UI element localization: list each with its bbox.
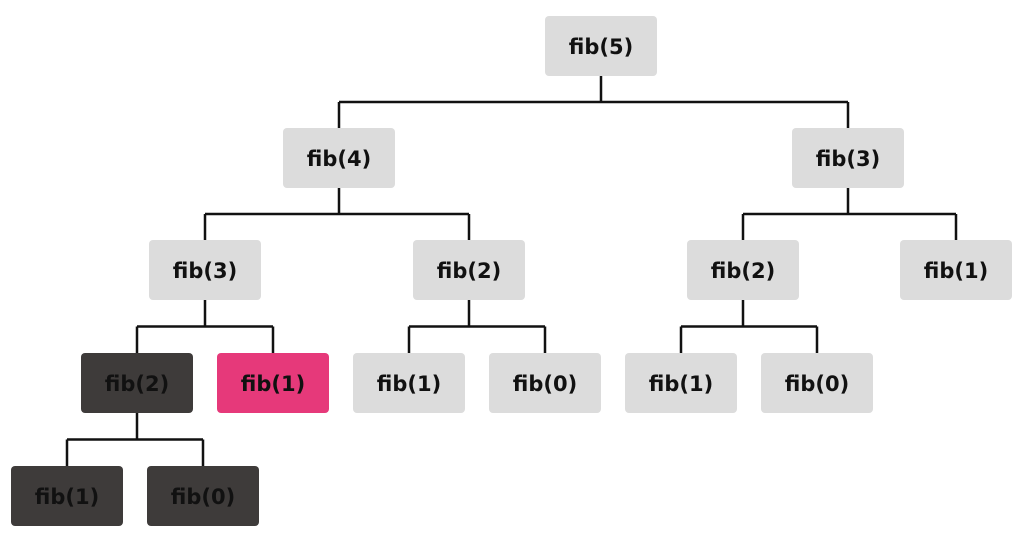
node-box (149, 240, 261, 300)
tree-node-fib3-l: fib(3) (149, 240, 261, 300)
node-label: fib(2) (105, 372, 169, 396)
node-box (217, 353, 329, 413)
node-label: fib(1) (649, 372, 713, 396)
node-label: fib(1) (35, 485, 99, 509)
node-box (489, 353, 601, 413)
node-label: fib(1) (924, 259, 988, 283)
node-label: fib(3) (816, 147, 880, 171)
tree-node-fib2-c: fib(2) (81, 353, 193, 413)
edge-n-fib3-r (741, 188, 958, 240)
node-box (413, 240, 525, 300)
node-box (761, 353, 873, 413)
tree-node-fib5: fib(5) (545, 16, 657, 76)
tree-node-fib0-b: fib(0) (761, 353, 873, 413)
tree-node-fib0-a: fib(0) (489, 353, 601, 413)
node-label: fib(5) (569, 35, 633, 59)
edge-n-fib2-a (407, 300, 547, 353)
node-box (147, 466, 259, 526)
node-label: fib(1) (241, 372, 305, 396)
node-box (545, 16, 657, 76)
edges-layer (65, 76, 958, 466)
edge-n-fib2-c (65, 413, 205, 466)
node-box (353, 353, 465, 413)
tree-node-fib2-a: fib(2) (413, 240, 525, 300)
tree-node-fib1-b: fib(1) (217, 353, 329, 413)
tree-node-fib0-c: fib(0) (147, 466, 259, 526)
tree-node-fib1-e: fib(1) (11, 466, 123, 526)
node-label: fib(0) (171, 485, 235, 509)
node-label: fib(4) (307, 147, 371, 171)
node-label: fib(3) (173, 259, 237, 283)
edge-n-fib5 (337, 76, 850, 128)
node-label: fib(2) (711, 259, 775, 283)
node-box (625, 353, 737, 413)
node-label: fib(1) (377, 372, 441, 396)
node-box (283, 128, 395, 188)
node-label: fib(2) (437, 259, 501, 283)
tree-node-fib3-r: fib(3) (792, 128, 904, 188)
node-box (792, 128, 904, 188)
tree-node-fib2-b: fib(2) (687, 240, 799, 300)
tree-node-fib1-d: fib(1) (625, 353, 737, 413)
nodes-layer: fib(5) fib(4) fib(3) fib(3) fib(2) fib(2) fib(… (11, 16, 1012, 526)
tree-node-fib4: fib(4) (283, 128, 395, 188)
node-box (11, 466, 123, 526)
node-box (81, 353, 193, 413)
node-label: fib(0) (513, 372, 577, 396)
node-box (900, 240, 1012, 300)
edge-n-fib4 (203, 188, 471, 240)
tree-node-fib1-a: fib(1) (900, 240, 1012, 300)
tree-node-fib1-c: fib(1) (353, 353, 465, 413)
edge-n-fib2-b (679, 300, 819, 353)
node-label: fib(0) (785, 372, 849, 396)
edge-n-fib3-l (135, 300, 275, 353)
node-box (687, 240, 799, 300)
